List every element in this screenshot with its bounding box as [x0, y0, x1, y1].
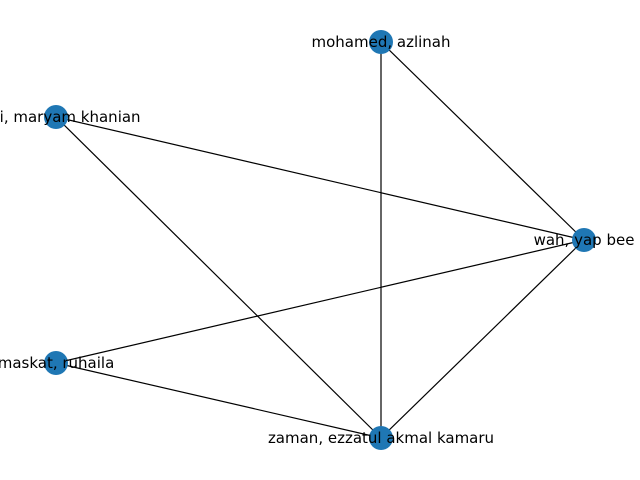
- node-ruhaila: [44, 351, 68, 375]
- edge-ruhaila-ezzatul: [55, 362, 382, 439]
- node-label-maryam: hadi, maryam khanian: [0, 108, 141, 126]
- edge-mohamed-yap: [380, 41, 585, 241]
- edge-yap-ruhaila: [55, 239, 585, 364]
- node-ezzatul: [369, 426, 393, 450]
- edges-layer: [55, 41, 585, 439]
- edge-yap-ezzatul: [380, 239, 585, 439]
- labels-layer: mohamed, azlinah hadi, maryam khanian wah,…: [0, 33, 634, 447]
- node-label-ruhaila: maskat, ruhaila: [0, 354, 114, 372]
- edge-maryam-ezzatul: [55, 116, 382, 439]
- node-mohamed: [369, 30, 393, 54]
- node-label-yap: wah, yap bee: [534, 231, 635, 249]
- node-label-mohamed: mohamed, azlinah: [312, 33, 451, 51]
- node-maryam: [44, 105, 68, 129]
- node-label-ezzatul: zaman, ezzatul akmal kamaru: [268, 429, 494, 447]
- edge-maryam-yap: [55, 116, 585, 241]
- nodes-layer: [44, 30, 596, 450]
- node-yap: [572, 228, 596, 252]
